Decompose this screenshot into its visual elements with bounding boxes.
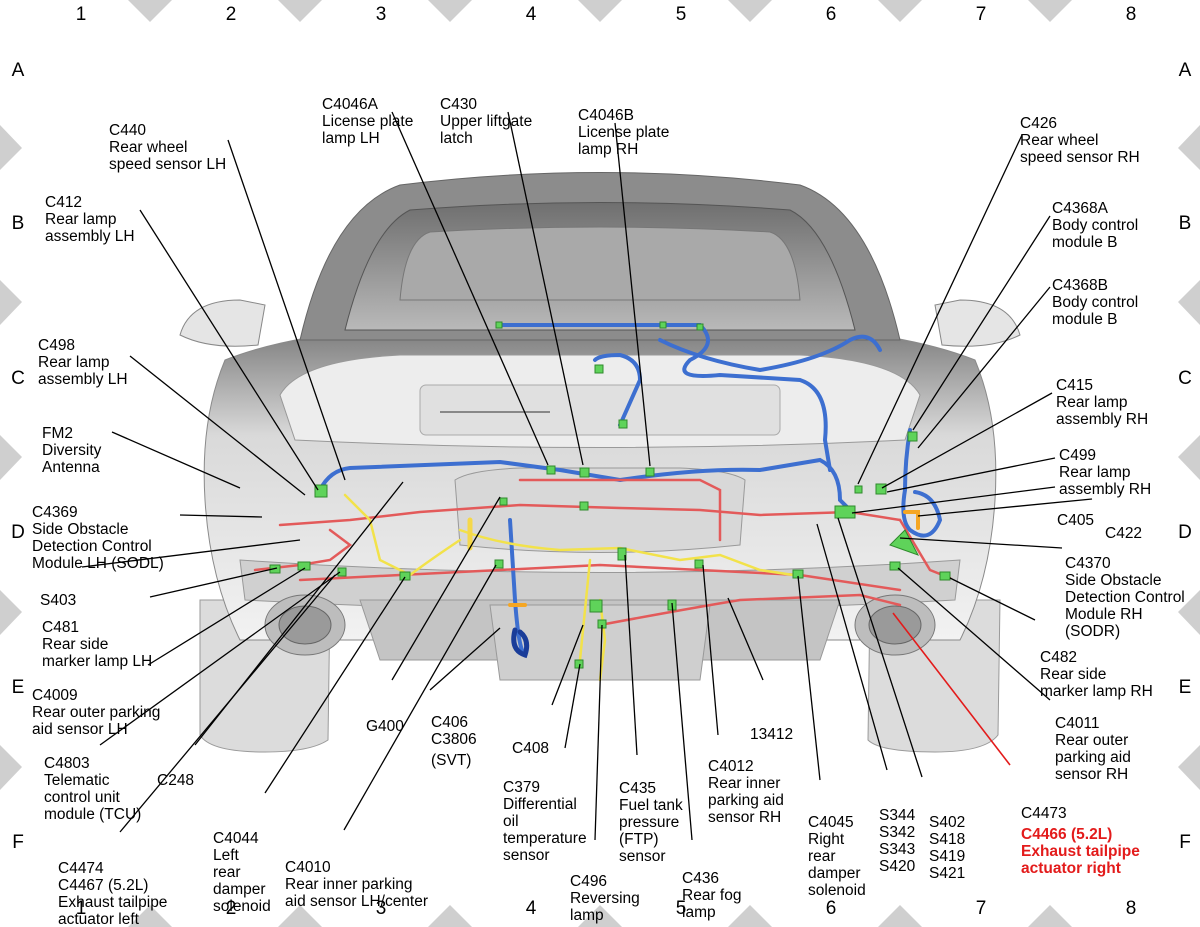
- grid-row-right-d: D: [1178, 522, 1192, 543]
- grid-row-right-c: C: [1178, 368, 1192, 389]
- label-c248: C248: [157, 772, 195, 789]
- grid-col-top-6: 6: [825, 4, 837, 25]
- grid-row-left-b: B: [11, 213, 25, 234]
- grid-col-top-7: 7: [975, 4, 987, 25]
- car-body: [179, 172, 1021, 753]
- grid-col-top-5: 5: [675, 4, 687, 25]
- blue-harness: [318, 323, 943, 652]
- leader-lines: [81, 111, 1093, 841]
- grid-col-bottom-6: 6: [825, 898, 837, 919]
- grid-row-left-d: D: [11, 522, 25, 543]
- grid-row-right-b: B: [1178, 213, 1192, 234]
- grid-col-top-2: 2: [225, 4, 237, 25]
- grid-col-bottom-5: 5: [675, 898, 687, 919]
- grid-col-bottom-8: 8: [1125, 898, 1137, 919]
- grid-row-left-a: A: [11, 60, 25, 81]
- label-c4473-right: C4473: [1021, 805, 1067, 822]
- grid-row-left-c: C: [11, 368, 25, 389]
- grid-row-right-e: E: [1178, 677, 1192, 698]
- highlighted-connectors: [467, 510, 920, 659]
- grid-row-left-f: F: [12, 832, 24, 853]
- grid-col-top-3: 3: [375, 4, 387, 25]
- grid-col-bottom-7: 7: [975, 898, 987, 919]
- label-c422: C422: [1105, 525, 1143, 542]
- grid-col-bottom-2: 2: [225, 898, 237, 919]
- grid-row-left-e: E: [11, 677, 25, 698]
- label-g400: G400: [366, 718, 404, 735]
- grid-col-top-4: 4: [525, 4, 537, 25]
- grid-row-right-a: A: [1178, 60, 1192, 81]
- label-c405: C405: [1057, 512, 1095, 529]
- grid-col-bottom-1: 1: [75, 898, 87, 919]
- label-s403: S403: [40, 592, 77, 609]
- grid-row-right-f: F: [1179, 832, 1191, 853]
- grid-col-top-1: 1: [75, 4, 87, 25]
- grid-col-bottom-4: 4: [525, 898, 537, 919]
- grid-col-top-8: 8: [1125, 4, 1137, 25]
- yellow-harness: [343, 493, 802, 682]
- label-c408: C408: [512, 740, 550, 757]
- label-13412: 13412: [750, 726, 794, 743]
- grid-col-bottom-3: 3: [375, 898, 387, 919]
